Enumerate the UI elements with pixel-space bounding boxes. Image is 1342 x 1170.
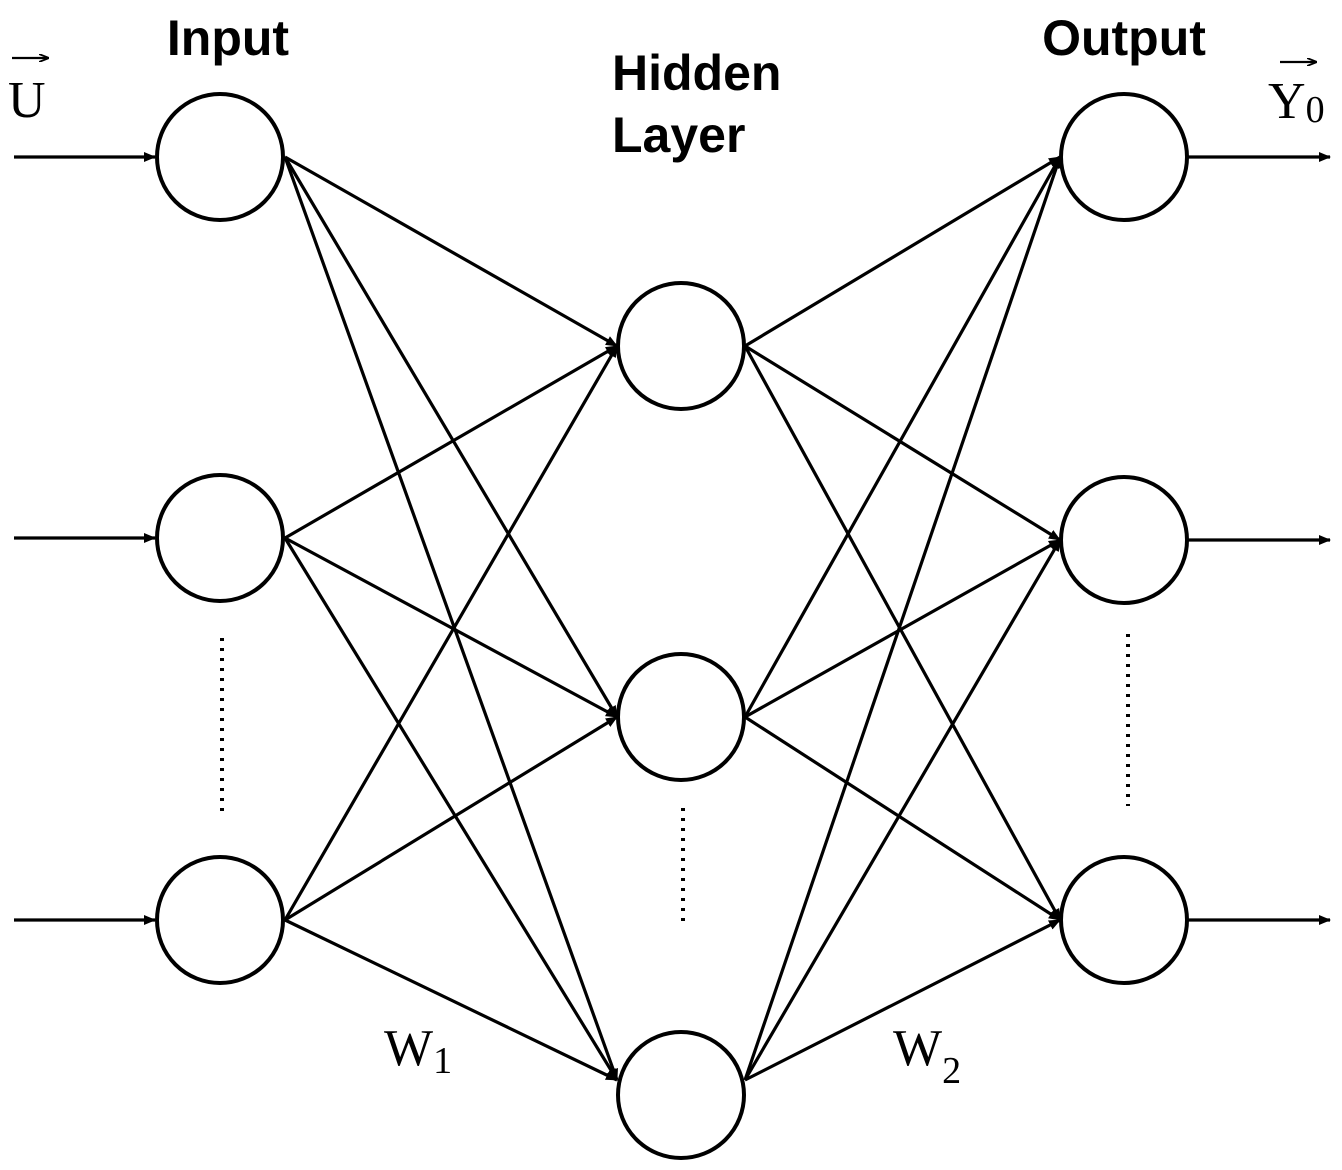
edge-hidden-2-to-output-2 <box>744 538 1061 719</box>
weight-w2-subscript: 2 <box>942 1050 961 1092</box>
edge-hidden-3-to-output-3 <box>744 918 1061 1082</box>
output-vector-symbol: Y <box>1268 73 1306 130</box>
edge-input-3-to-hidden-3 <box>284 918 618 1082</box>
weight-edges-input-to-hidden <box>283 155 619 1082</box>
input-layer-nodes <box>155 92 285 985</box>
input-layer-title: Input <box>167 10 290 66</box>
input-node-3 <box>155 855 285 985</box>
output-node-2 <box>1059 475 1189 605</box>
output-node-3 <box>1059 855 1189 985</box>
output-node-1 <box>1059 92 1189 222</box>
weight-edges-hidden-to-output <box>743 155 1062 1082</box>
hidden-node-2 <box>616 652 746 782</box>
hidden-node-3 <box>616 1030 746 1160</box>
weight-label-w1: W1 <box>384 1020 452 1082</box>
weight-w2-symbol: W <box>893 1020 942 1077</box>
input-node-1 <box>155 92 285 222</box>
edge-hidden-1-to-output-2 <box>744 344 1061 542</box>
weight-label-w2: W2 <box>893 1020 961 1092</box>
edge-input-3-to-hidden-1 <box>283 345 619 921</box>
edge-hidden-3-to-output-2 <box>743 539 1062 1081</box>
weight-w1-symbol: W <box>384 1020 433 1077</box>
input-vector-symbol: U <box>8 72 46 129</box>
edge-hidden-3-to-output-1 <box>743 156 1062 1081</box>
output-vector-label: Y0 <box>1268 62 1325 131</box>
edge-input-1-to-hidden-3 <box>283 156 619 1081</box>
edge-input-2-to-hidden-1 <box>284 344 618 540</box>
edge-input-1-to-hidden-2 <box>283 156 619 718</box>
edge-hidden-2-to-output-1 <box>743 156 1062 718</box>
hidden-layer-title-line1: Hidden <box>612 45 781 101</box>
edge-input-2-to-hidden-2 <box>284 536 618 719</box>
edge-input-3-to-hidden-2 <box>284 715 618 922</box>
output-vector-text: Y0 <box>1268 73 1325 131</box>
weight-w1-subscript: 1 <box>433 1040 452 1082</box>
hidden-layer-nodes <box>616 281 746 1160</box>
edge-hidden-1-to-output-1 <box>744 155 1061 348</box>
input-arrows <box>14 152 156 925</box>
hidden-node-1 <box>616 281 746 411</box>
input-vector-label: U <box>8 58 48 129</box>
input-node-2 <box>155 473 285 603</box>
edge-input-1-to-hidden-1 <box>284 155 618 348</box>
edge-hidden-1-to-output-3 <box>743 345 1062 921</box>
hidden-layer-title-line2: Layer <box>612 107 745 163</box>
output-layer-nodes <box>1059 92 1189 985</box>
output-arrows <box>1187 152 1331 925</box>
output-layer-title: Output <box>1042 10 1206 66</box>
edge-hidden-2-to-output-3 <box>744 715 1061 922</box>
output-vector-subscript: 0 <box>1306 89 1325 131</box>
edge-input-2-to-hidden-3 <box>283 537 619 1081</box>
